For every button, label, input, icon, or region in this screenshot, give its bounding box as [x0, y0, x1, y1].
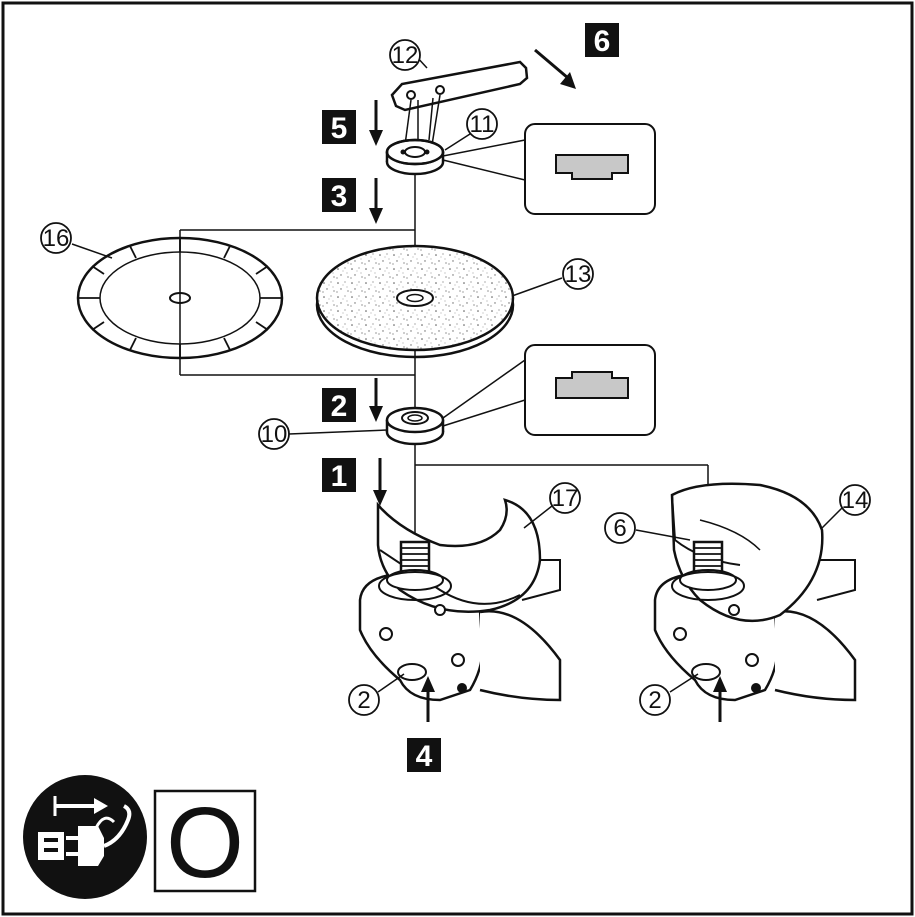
- svg-text:4: 4: [416, 740, 433, 773]
- detail-box-inner-flange: [442, 344, 656, 436]
- step-1-badge: 1: [322, 458, 356, 493]
- arrow-step-4: [421, 676, 435, 692]
- callout-16: 16: [40, 222, 72, 254]
- detail-box-lock-nut: [442, 123, 656, 215]
- step-4-badge: 4: [407, 738, 441, 773]
- callout-2-left: 2: [348, 684, 380, 716]
- svg-text:6: 6: [594, 25, 611, 58]
- svg-text:10: 10: [261, 421, 288, 448]
- step-3-badge: 3: [322, 178, 356, 213]
- arrow-step-2: [369, 406, 383, 422]
- svg-text:5: 5: [331, 112, 348, 145]
- svg-text:17: 17: [552, 485, 579, 512]
- callout-12: 12: [389, 39, 421, 71]
- status-box-o: O: [153, 787, 257, 899]
- svg-text:11: 11: [470, 111, 495, 138]
- svg-text:2: 2: [331, 390, 348, 423]
- callout-10: 10: [258, 418, 290, 450]
- callout-6: 6: [604, 512, 636, 544]
- callout-17: 17: [549, 482, 581, 514]
- callout-13: 13: [562, 258, 594, 290]
- svg-text:2: 2: [357, 687, 370, 714]
- inner-flange: [385, 406, 445, 446]
- lock-nut: [385, 138, 445, 176]
- arrow-step-6: [534, 48, 569, 80]
- grinder-left: [358, 498, 562, 702]
- svg-text:14: 14: [842, 487, 869, 514]
- step-6-badge: 6: [585, 23, 619, 58]
- lock-nut-wrench: [390, 60, 529, 146]
- svg-text:6: 6: [613, 515, 626, 542]
- callout-14: 14: [839, 484, 871, 516]
- svg-text:O: O: [166, 787, 244, 899]
- svg-text:13: 13: [565, 261, 592, 288]
- svg-text:1: 1: [331, 460, 348, 493]
- arrow-step-1: [373, 490, 387, 506]
- abrasive-wheel: [315, 244, 515, 359]
- svg-text:2: 2: [648, 687, 661, 714]
- step-5-badge: 5: [322, 110, 356, 145]
- svg-text:3: 3: [331, 180, 348, 213]
- grinder-right: [653, 482, 857, 702]
- arrow-step-5: [369, 130, 383, 146]
- svg-text:16: 16: [43, 225, 70, 252]
- callout-2-right: 2: [639, 684, 671, 716]
- arrow-step-3: [369, 208, 383, 224]
- svg-text:12: 12: [392, 42, 419, 69]
- arrow-shaft-lock-right: [713, 676, 727, 692]
- step-2-badge: 2: [322, 388, 356, 423]
- unplug-power-icon: [23, 775, 147, 899]
- callout-11: 11: [466, 108, 498, 140]
